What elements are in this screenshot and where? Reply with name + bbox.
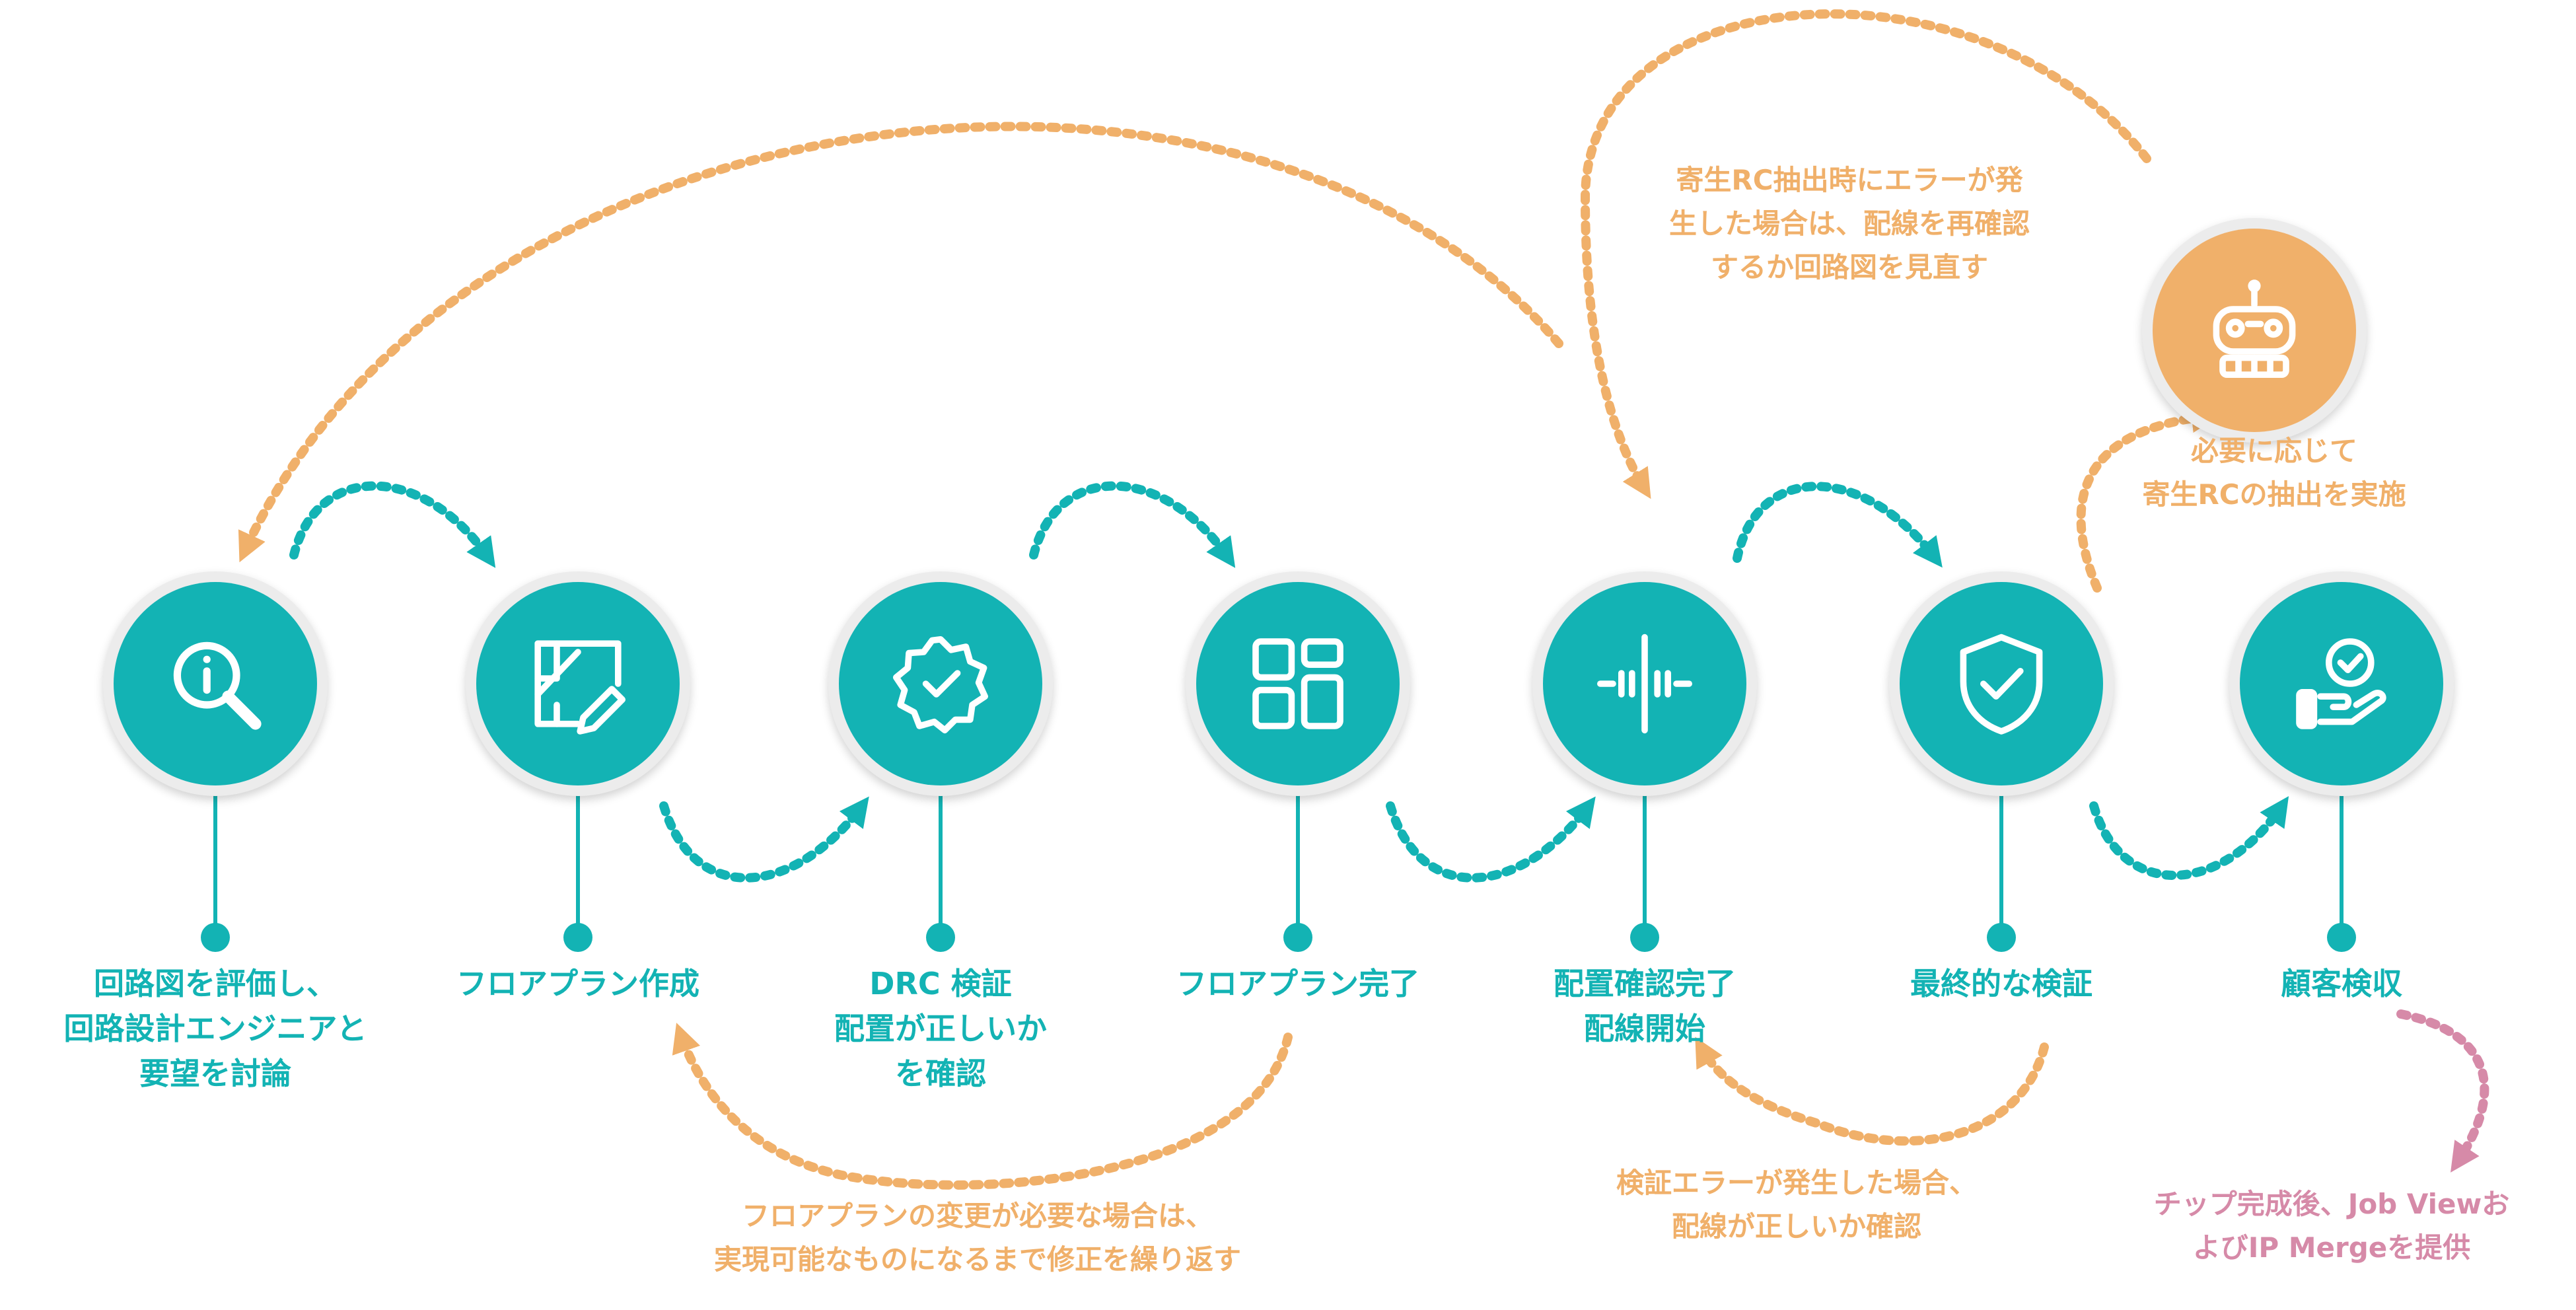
feedback-arrow-floorplan-change xyxy=(672,1023,1293,1190)
rc-extraction-label-line: 寄生RCの抽出を実施 xyxy=(2142,478,2406,511)
note-line: 生した場合は、配線を再確認 xyxy=(1668,207,2030,240)
step-label-line: 要望を討論 xyxy=(139,1056,291,1091)
note-line: 寄生RC抽出時にエラーが発 xyxy=(1676,164,2023,196)
step-node-dot xyxy=(2327,923,2356,952)
step-badge xyxy=(2229,571,2454,796)
step-label: DRC 検証 配置が正しいか を確認 xyxy=(756,961,1126,1096)
flow-arrow-5-6 xyxy=(1733,482,1943,568)
delivery-arrow xyxy=(2396,1009,2489,1173)
step-label: 顧客検収 xyxy=(2157,961,2526,1006)
step-node-dot xyxy=(1987,923,2016,952)
step-label: 配置確認完了 配線開始 xyxy=(1460,961,1830,1051)
step-badge xyxy=(466,571,690,796)
step-label: フロアプラン作成 xyxy=(393,961,763,1006)
step-badge xyxy=(1532,571,1757,796)
step-label-line: 最終的な検証 xyxy=(1910,966,2093,1001)
note-delivery: チップ完成後、Job Viewお よびIP Mergeを提供 xyxy=(2094,1183,2569,1270)
note-line: 実現可能なものになるまで修正を繰り返す xyxy=(713,1243,1241,1276)
step-connector xyxy=(576,789,580,933)
step-node-dot xyxy=(563,923,592,952)
feedback-arrow-verify-error xyxy=(1695,1037,2049,1146)
note-line: よびIP Mergeを提供 xyxy=(2192,1231,2471,1264)
note-line: するか回路図を見直す xyxy=(1710,251,1988,283)
step-connector xyxy=(2340,789,2343,933)
step-node-dot xyxy=(926,923,955,952)
note-line: 配線が正しいか確認 xyxy=(1671,1210,1921,1243)
note-line: フロアプランの変更が必要な場合は、 xyxy=(741,1200,1213,1232)
step-connector xyxy=(213,789,217,933)
routing-lines-icon xyxy=(1597,634,1692,734)
step-badge xyxy=(103,571,328,796)
shield-check-icon xyxy=(1960,634,2043,735)
step-connector xyxy=(1643,789,1647,933)
step-label-line: DRC 検証 xyxy=(869,966,1012,1001)
hand-check-icon xyxy=(2296,638,2386,729)
rc-extraction-label-line: 必要に応じて xyxy=(2190,435,2357,467)
badge-check-icon xyxy=(893,636,988,734)
layout-grid-icon xyxy=(1252,638,1343,729)
step-label-line: 回路設計エンジニアと xyxy=(63,1011,367,1046)
floorplan-pencil-icon xyxy=(534,640,626,735)
flow-arrow-1-2 xyxy=(289,481,496,568)
step-connector xyxy=(1296,789,1300,933)
magnifier-info-icon xyxy=(173,641,262,730)
note-verify-error: 検証エラーが発生した場合、 配線が正しいか確認 xyxy=(1565,1161,2028,1249)
step-label-line: を確認 xyxy=(895,1056,986,1091)
feedback-arrow-routing-to-start xyxy=(238,122,1563,563)
step-badge xyxy=(828,571,1053,796)
feedback-arrow-final-to-rc xyxy=(2076,403,2221,593)
rc-extraction-badge xyxy=(2142,218,2367,443)
step-label-line: 配線開始 xyxy=(1584,1011,1705,1046)
feedback-arrow-rc-to-routing xyxy=(1580,9,2151,499)
step-label-line: フロアプラン作成 xyxy=(456,966,699,1001)
flow-arrow-2-3 xyxy=(659,796,869,883)
note-line: 検証エラーが発生した場合、 xyxy=(1616,1167,1977,1199)
step-badge xyxy=(1889,571,2114,796)
note-floorplan-change: フロアプランの変更が必要な場合は、 実現可能なものになるまで修正を繰り返す xyxy=(568,1194,1387,1282)
flow-arrow-4-5 xyxy=(1386,796,1596,883)
flow-arrow-6-7 xyxy=(2089,796,2289,880)
note-line: チップ完成後、Job Viewお xyxy=(2153,1188,2510,1220)
step-label-line: 回路図を評価し、 xyxy=(94,966,337,1001)
rc-extraction-icon xyxy=(2213,279,2296,378)
step-label-line: フロアプラン完了 xyxy=(1176,966,1419,1001)
step-connector xyxy=(939,789,943,933)
rc-extraction-label: 必要に応じて 寄生RCの抽出を実施 xyxy=(2056,429,2492,517)
step-connector xyxy=(1999,789,2003,933)
step-node-dot xyxy=(1283,923,1312,952)
step-label: 最終的な検証 xyxy=(1816,961,2186,1006)
step-label-line: 配置確認完了 xyxy=(1554,966,1736,1001)
step-label: 回路図を評価し、 回路設計エンジニアと 要望を討論 xyxy=(30,961,400,1096)
step-label-line: 配置が正しいか xyxy=(834,1011,1047,1046)
step-node-dot xyxy=(201,923,230,952)
step-label: フロアプラン完了 xyxy=(1113,961,1483,1006)
flow-arrow-3-4 xyxy=(1029,481,1236,568)
step-node-dot xyxy=(1630,923,1659,952)
step-badge xyxy=(1186,571,1410,796)
note-rc-error: 寄生RC抽出時にエラーが発 生した場合は、配線を再確認 するか回路図を見直す xyxy=(1618,159,2081,289)
step-label-line: 顧客検収 xyxy=(2281,966,2402,1001)
